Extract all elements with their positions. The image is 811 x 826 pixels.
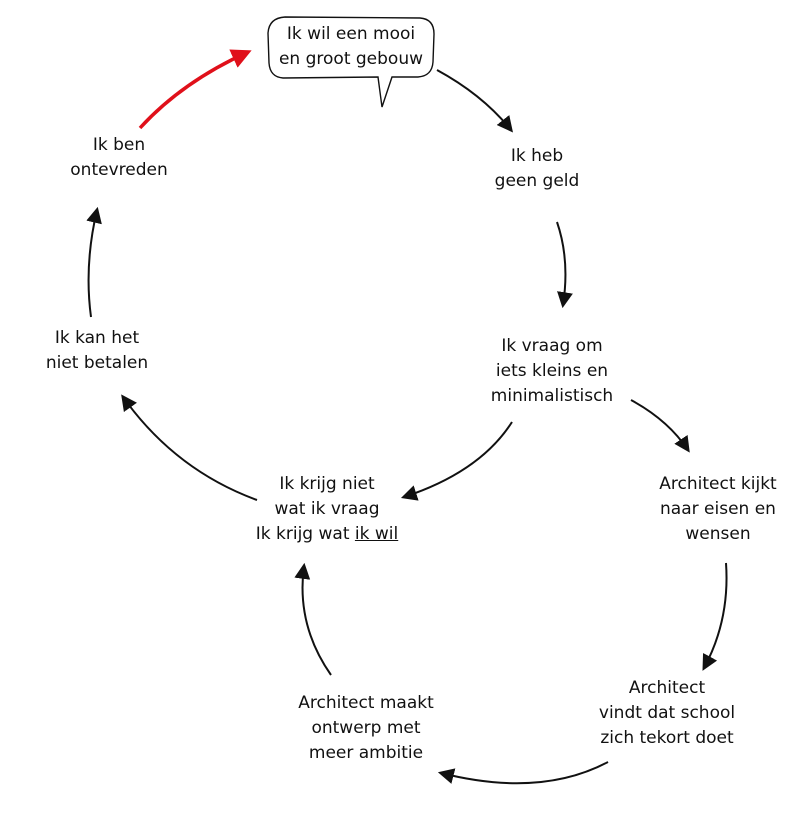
node-dont-get-prefix: Ik krijg wat [255,524,355,544]
arrow-architect-thinks-to-architect-designs [437,761,609,785]
arrow-ask-small-to-dont-get [400,421,513,501]
node-architect-designs-line: meer ambitie [308,743,424,763]
node-architect-looks: Architect kijkt naar eisen en wensen [659,472,776,547]
node-architect-thinks-line: zich tekort doet [600,728,734,748]
node-unhappy-line: Ik ben [92,135,146,155]
node-unhappy: Ik ben ontevreden [70,133,167,183]
node-architect-designs: Architect maakt ontwerp met meer ambitie [298,691,434,766]
node-ask-small-line: minimalistisch [490,386,614,406]
node-cant-pay: Ik kan het niet betalen [46,326,148,376]
node-dont-get: Ik krijg niet wat ik vraag Ik krijg wat … [256,472,398,547]
arrow-no-money-to-ask-small [556,221,573,309]
node-architect-looks-line: naar eisen en [660,499,776,519]
node-architect-thinks-line: vindt dat school [598,703,736,723]
node-ask-small-line: iets kleins en [495,361,609,381]
speech-bubble [267,16,435,108]
node-ask-small-line: Ik vraag om [501,336,603,356]
arrow-unhappy-to-want-red [138,49,252,130]
arrow-architect-designs-to-dont-get [294,562,332,676]
arrow-ask-small-to-architect-looks [630,399,690,453]
node-no-money-line: geen geld [494,171,580,191]
arrow-dont-get-to-cant-pay [121,394,258,501]
arrow-want-to-no-money [436,69,513,133]
node-dont-get-line3: Ik krijg wat ik wil [256,522,398,547]
node-no-money: Ik heb geen geld [495,144,580,194]
node-architect-designs-line: ontwerp met [311,718,421,738]
node-dont-get-line: Ik krijg niet [279,474,375,494]
node-want-line: en groot gebouw [278,49,424,69]
node-no-money-line: Ik heb [510,146,564,166]
node-unhappy-line: ontevreden [70,160,168,180]
node-architect-thinks: Architect vindt dat school zich tekort d… [599,676,735,751]
node-dont-get-line: wat ik vraag [274,499,380,519]
node-dont-get-underlined: ik wil [354,524,399,544]
node-architect-looks-line: Architect kijkt [659,474,777,494]
arrow-cant-pay-to-unhappy [86,206,102,318]
arrow-architect-looks-to-architect-thinks [702,562,728,671]
node-cant-pay-line: Ik kan het [54,328,140,348]
node-cant-pay-line: niet betalen [45,353,149,373]
node-ask-small: Ik vraag om iets kleins en minimalistisc… [491,334,613,409]
node-want-line: Ik wil een mooi [286,24,416,44]
node-want: Ik wil een mooi en groot gebouw [279,22,423,72]
node-architect-designs-line: Architect maakt [298,693,434,713]
node-architect-looks-line: wensen [685,524,751,544]
node-architect-thinks-line: Architect [628,678,706,698]
